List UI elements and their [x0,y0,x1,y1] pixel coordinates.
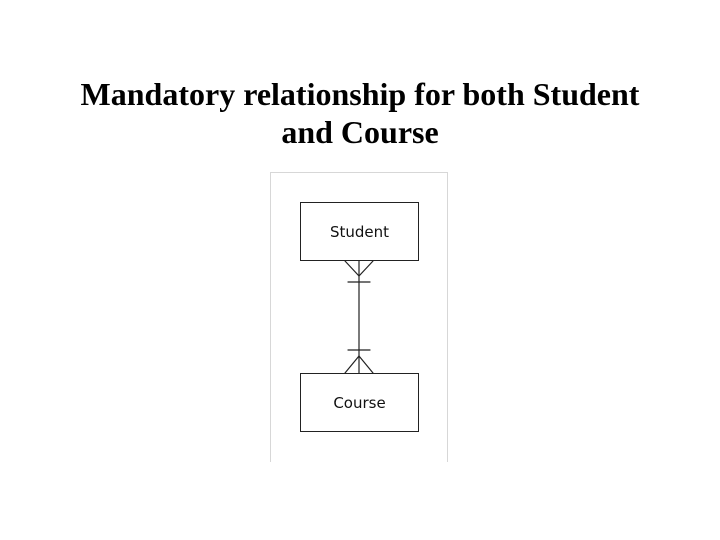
slide-title-line-1: Mandatory relationship for both Student [80,76,640,113]
entity-course-box: Course [300,373,419,432]
slide-title-line-2: and Course [281,114,439,151]
entity-course-label: Course [333,393,386,412]
entity-student-box: Student [300,202,419,261]
slide-title: Mandatory relationship for both Student … [0,75,720,151]
entity-student-label: Student [329,222,390,241]
